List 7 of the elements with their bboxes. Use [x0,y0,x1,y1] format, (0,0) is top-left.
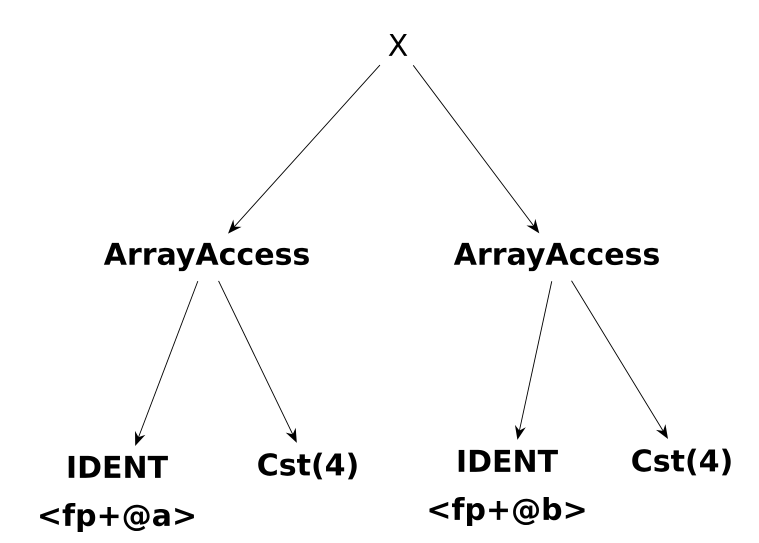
tree-node-label: ArrayAccess [104,242,309,272]
tree-node-label: IDENT <fp+@a> [40,456,194,532]
tree-node-label: Cst(4) [258,452,357,480]
tree-node-label: Cst(4) [632,448,731,476]
tree-node-label: IDENT <fp+@b> [429,450,585,526]
tree-node-label: X [388,34,408,56]
tree-node-label: ArrayAccess [454,242,659,272]
